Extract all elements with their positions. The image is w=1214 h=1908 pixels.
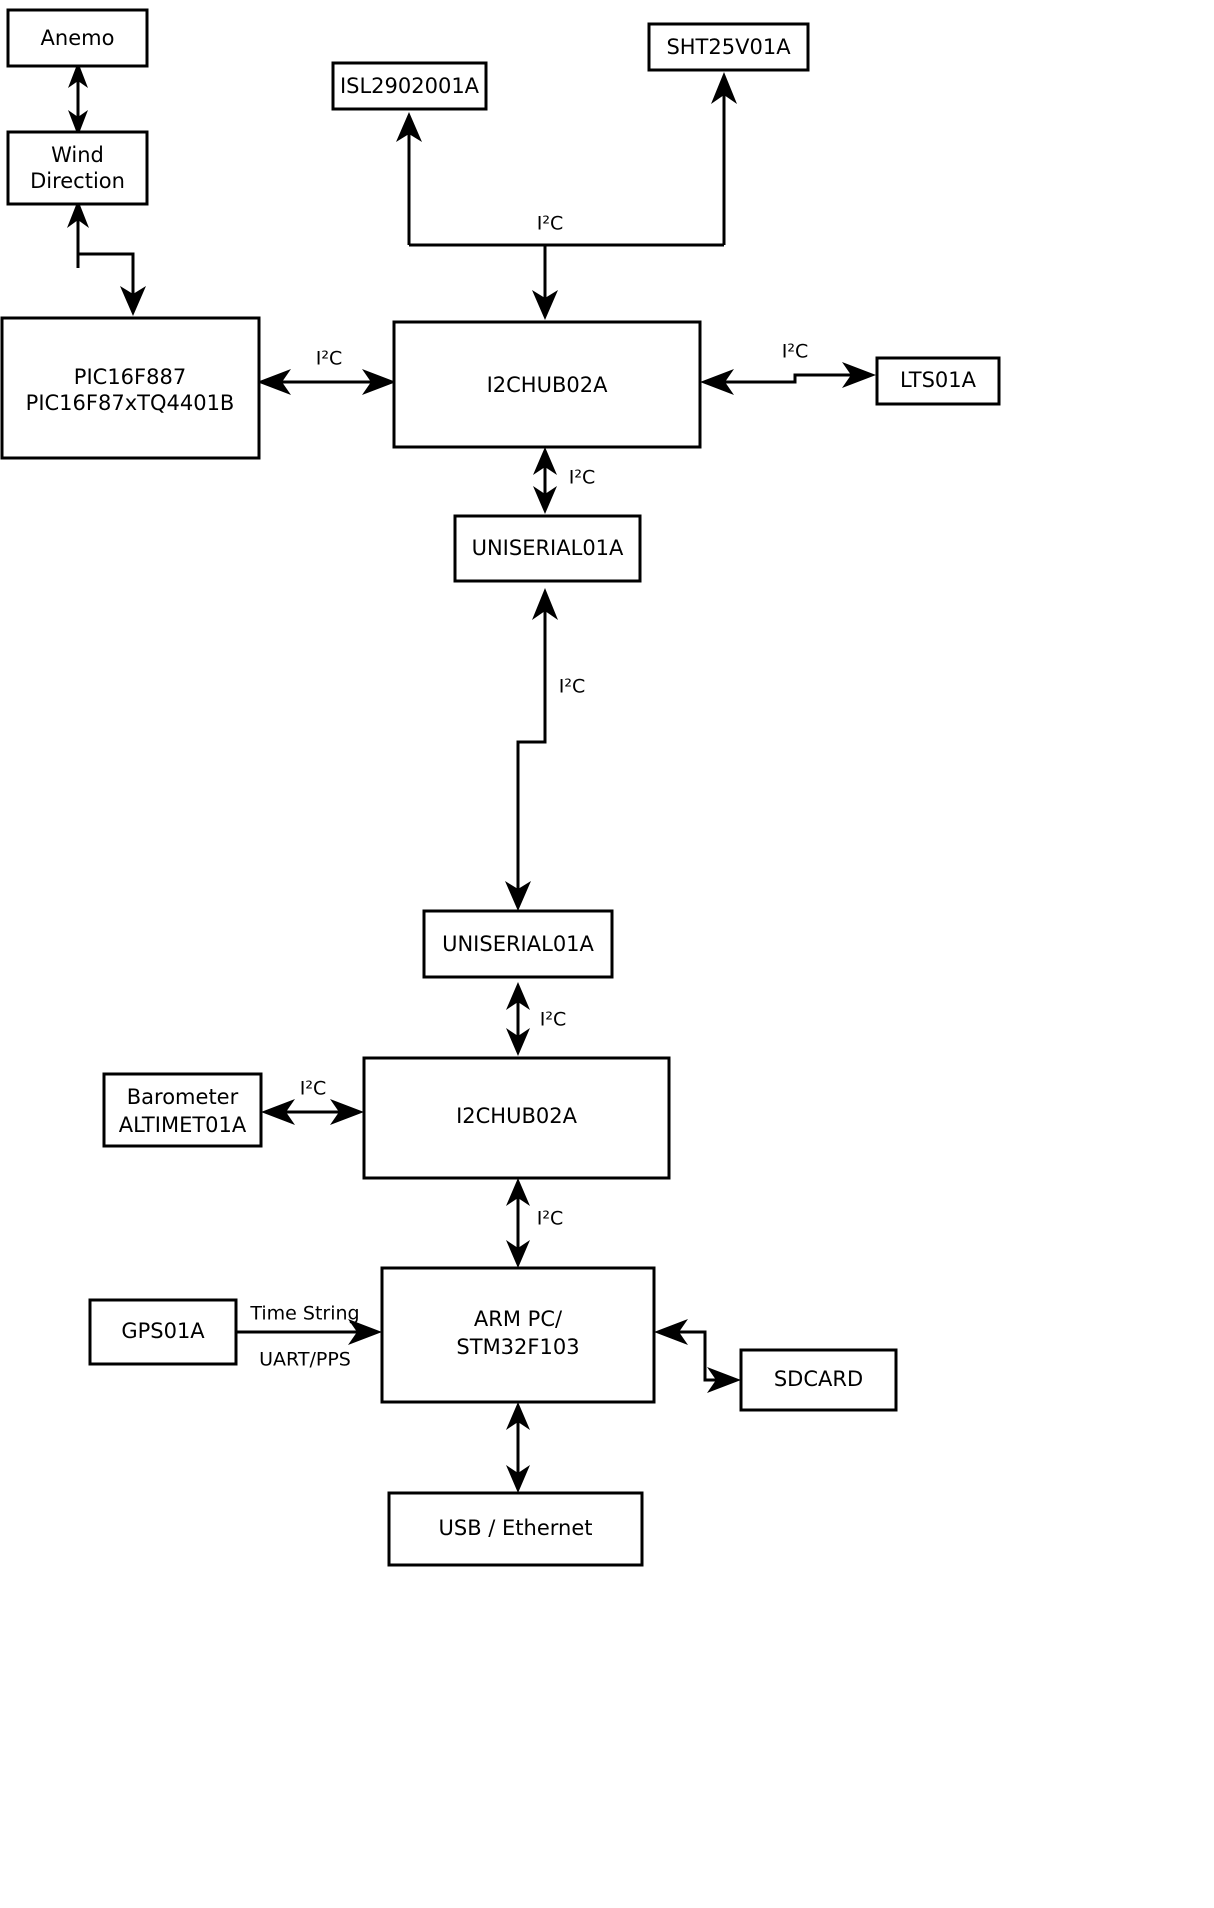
node-arm-pc-stm32f103[interactable]: ARM PC/ STM32F103 (380, 1266, 656, 1404)
node-label-barometer-line1: Barometer (127, 1085, 239, 1109)
arrow-head-down (506, 1028, 530, 1056)
node-uniserial01a-upper[interactable]: UNISERIAL01A (453, 514, 642, 583)
arrow-head-right (362, 369, 396, 395)
edge-i2chub-bottom-arm-pc (506, 1178, 530, 1268)
node-i2chub02a-bottom[interactable]: I2CHUB02A (362, 1056, 671, 1180)
node-sht25v01a[interactable]: SHT25V01A (647, 22, 810, 72)
node-isl2902001a[interactable]: ISL2902001A (331, 61, 488, 111)
node-label-barometer-line2: ALTIMET01A (119, 1113, 247, 1137)
edge-label-i2c-uniserial-link: I²C (559, 676, 586, 698)
node-label-i2chub-bottom: I2CHUB02A (456, 1104, 578, 1128)
arrow-head-left (257, 369, 291, 395)
edge-label-i2c-hub-lts: I²C (782, 341, 809, 363)
node-label-wind-direction-line1: Wind (51, 143, 104, 167)
arrow-head-down (506, 1240, 530, 1268)
node-label-usb-ethernet: USB / Ethernet (439, 1516, 593, 1540)
node-label-isl: ISL2902001A (340, 74, 480, 98)
arrow-head-up (67, 200, 89, 228)
arrow-head-right (330, 1099, 364, 1125)
arrow-head-left (700, 369, 734, 395)
edge-i2chub-bottom-uniserial-b (506, 982, 530, 1056)
edge-arm-pc-usb-ethernet (506, 1402, 530, 1493)
node-label-pic-line2: PIC16F87xTQ4401B (26, 391, 235, 415)
arrow-head-down (505, 881, 531, 911)
node-label-arm-pc-line2: STM32F103 (456, 1335, 579, 1359)
arrow-head-right (842, 362, 876, 388)
arrow-head-down (506, 1465, 530, 1493)
edge-label-i2c-pic-hub: I²C (316, 348, 343, 370)
arrow-head-down (533, 486, 557, 514)
node-label-gps: GPS01A (121, 1319, 205, 1343)
node-i2chub02a-top[interactable]: I2CHUB02A (392, 320, 702, 449)
edge-i2c-bus-spine (396, 72, 737, 320)
edge-label-i2c-barometer-hub: I²C (300, 1078, 327, 1100)
node-label-pic-line1: PIC16F887 (74, 365, 186, 389)
node-barometer-altimet01a[interactable]: Barometer ALTIMET01A (102, 1072, 263, 1148)
node-label-lts: LTS01A (900, 368, 977, 392)
arrow-head-up (506, 1402, 530, 1430)
arrow-head-up (506, 982, 530, 1010)
arrow-head-up (68, 62, 88, 88)
arrow-head-right (707, 1367, 741, 1393)
arrow-head-up (533, 447, 557, 475)
node-usb-ethernet[interactable]: USB / Ethernet (387, 1491, 644, 1567)
edge-i2chub-top-lts (700, 362, 876, 395)
node-label-uniserial-a: UNISERIAL01A (472, 536, 624, 560)
edge-label-i2c-hub-uniserial-a: I²C (569, 467, 596, 489)
edge-arm-pc-sdcard (654, 1319, 741, 1393)
edge-i2chub-top-uniserial-a (533, 447, 557, 514)
arrow-head-right (348, 1319, 382, 1345)
node-label-anemo: Anemo (41, 26, 115, 50)
arrow-head-left (261, 1099, 295, 1125)
arrow-head-down (532, 290, 558, 320)
edge-barometer-i2chub-bottom (261, 1099, 364, 1125)
arrow-head-up (506, 1178, 530, 1206)
edge-pic-i2chub-top (257, 369, 396, 395)
edge-wind-direction-anemo (68, 62, 88, 136)
edge-wind-direction-pic (67, 200, 146, 316)
edge-label-i2c-hub-armpc: I²C (537, 1208, 564, 1230)
node-sdcard[interactable]: SDCARD (739, 1348, 898, 1412)
node-label-wind-direction-line2: Direction (30, 169, 125, 193)
arrow-head-up (532, 588, 558, 620)
arrow-head-up (711, 72, 737, 104)
arrow-head-down (68, 110, 88, 136)
node-label-i2chub-top: I2CHUB02A (487, 373, 609, 397)
arrow-head-left (654, 1319, 688, 1345)
node-lts01a[interactable]: LTS01A (875, 356, 1001, 406)
node-wind-direction[interactable]: Wind Direction (6, 130, 149, 206)
arrow-head-down (120, 286, 146, 316)
node-uniserial01a-lower[interactable]: UNISERIAL01A (422, 909, 614, 979)
node-anemo[interactable]: Anemo (6, 8, 149, 68)
edge-label-uart-pps: UART/PPS (259, 1349, 351, 1371)
edge-uniserial-b-uniserial-a (505, 588, 558, 911)
edge-label-time-string: Time String (249, 1303, 359, 1325)
arrow-head-up (396, 112, 422, 142)
edge-label-i2c-hub-uniserial-b: I²C (540, 1009, 567, 1031)
node-gps01a[interactable]: GPS01A (88, 1298, 238, 1366)
edge-gps-arm-pc (236, 1319, 382, 1345)
edge-label-i2c-bus: I²C (537, 213, 564, 235)
node-label-sht: SHT25V01A (666, 35, 791, 59)
node-label-uniserial-b: UNISERIAL01A (442, 932, 594, 956)
node-label-arm-pc-line1: ARM PC/ (474, 1307, 563, 1331)
node-pic16f887[interactable]: PIC16F887 PIC16F87xTQ4401B (0, 316, 261, 460)
node-label-sdcard: SDCARD (774, 1367, 863, 1391)
